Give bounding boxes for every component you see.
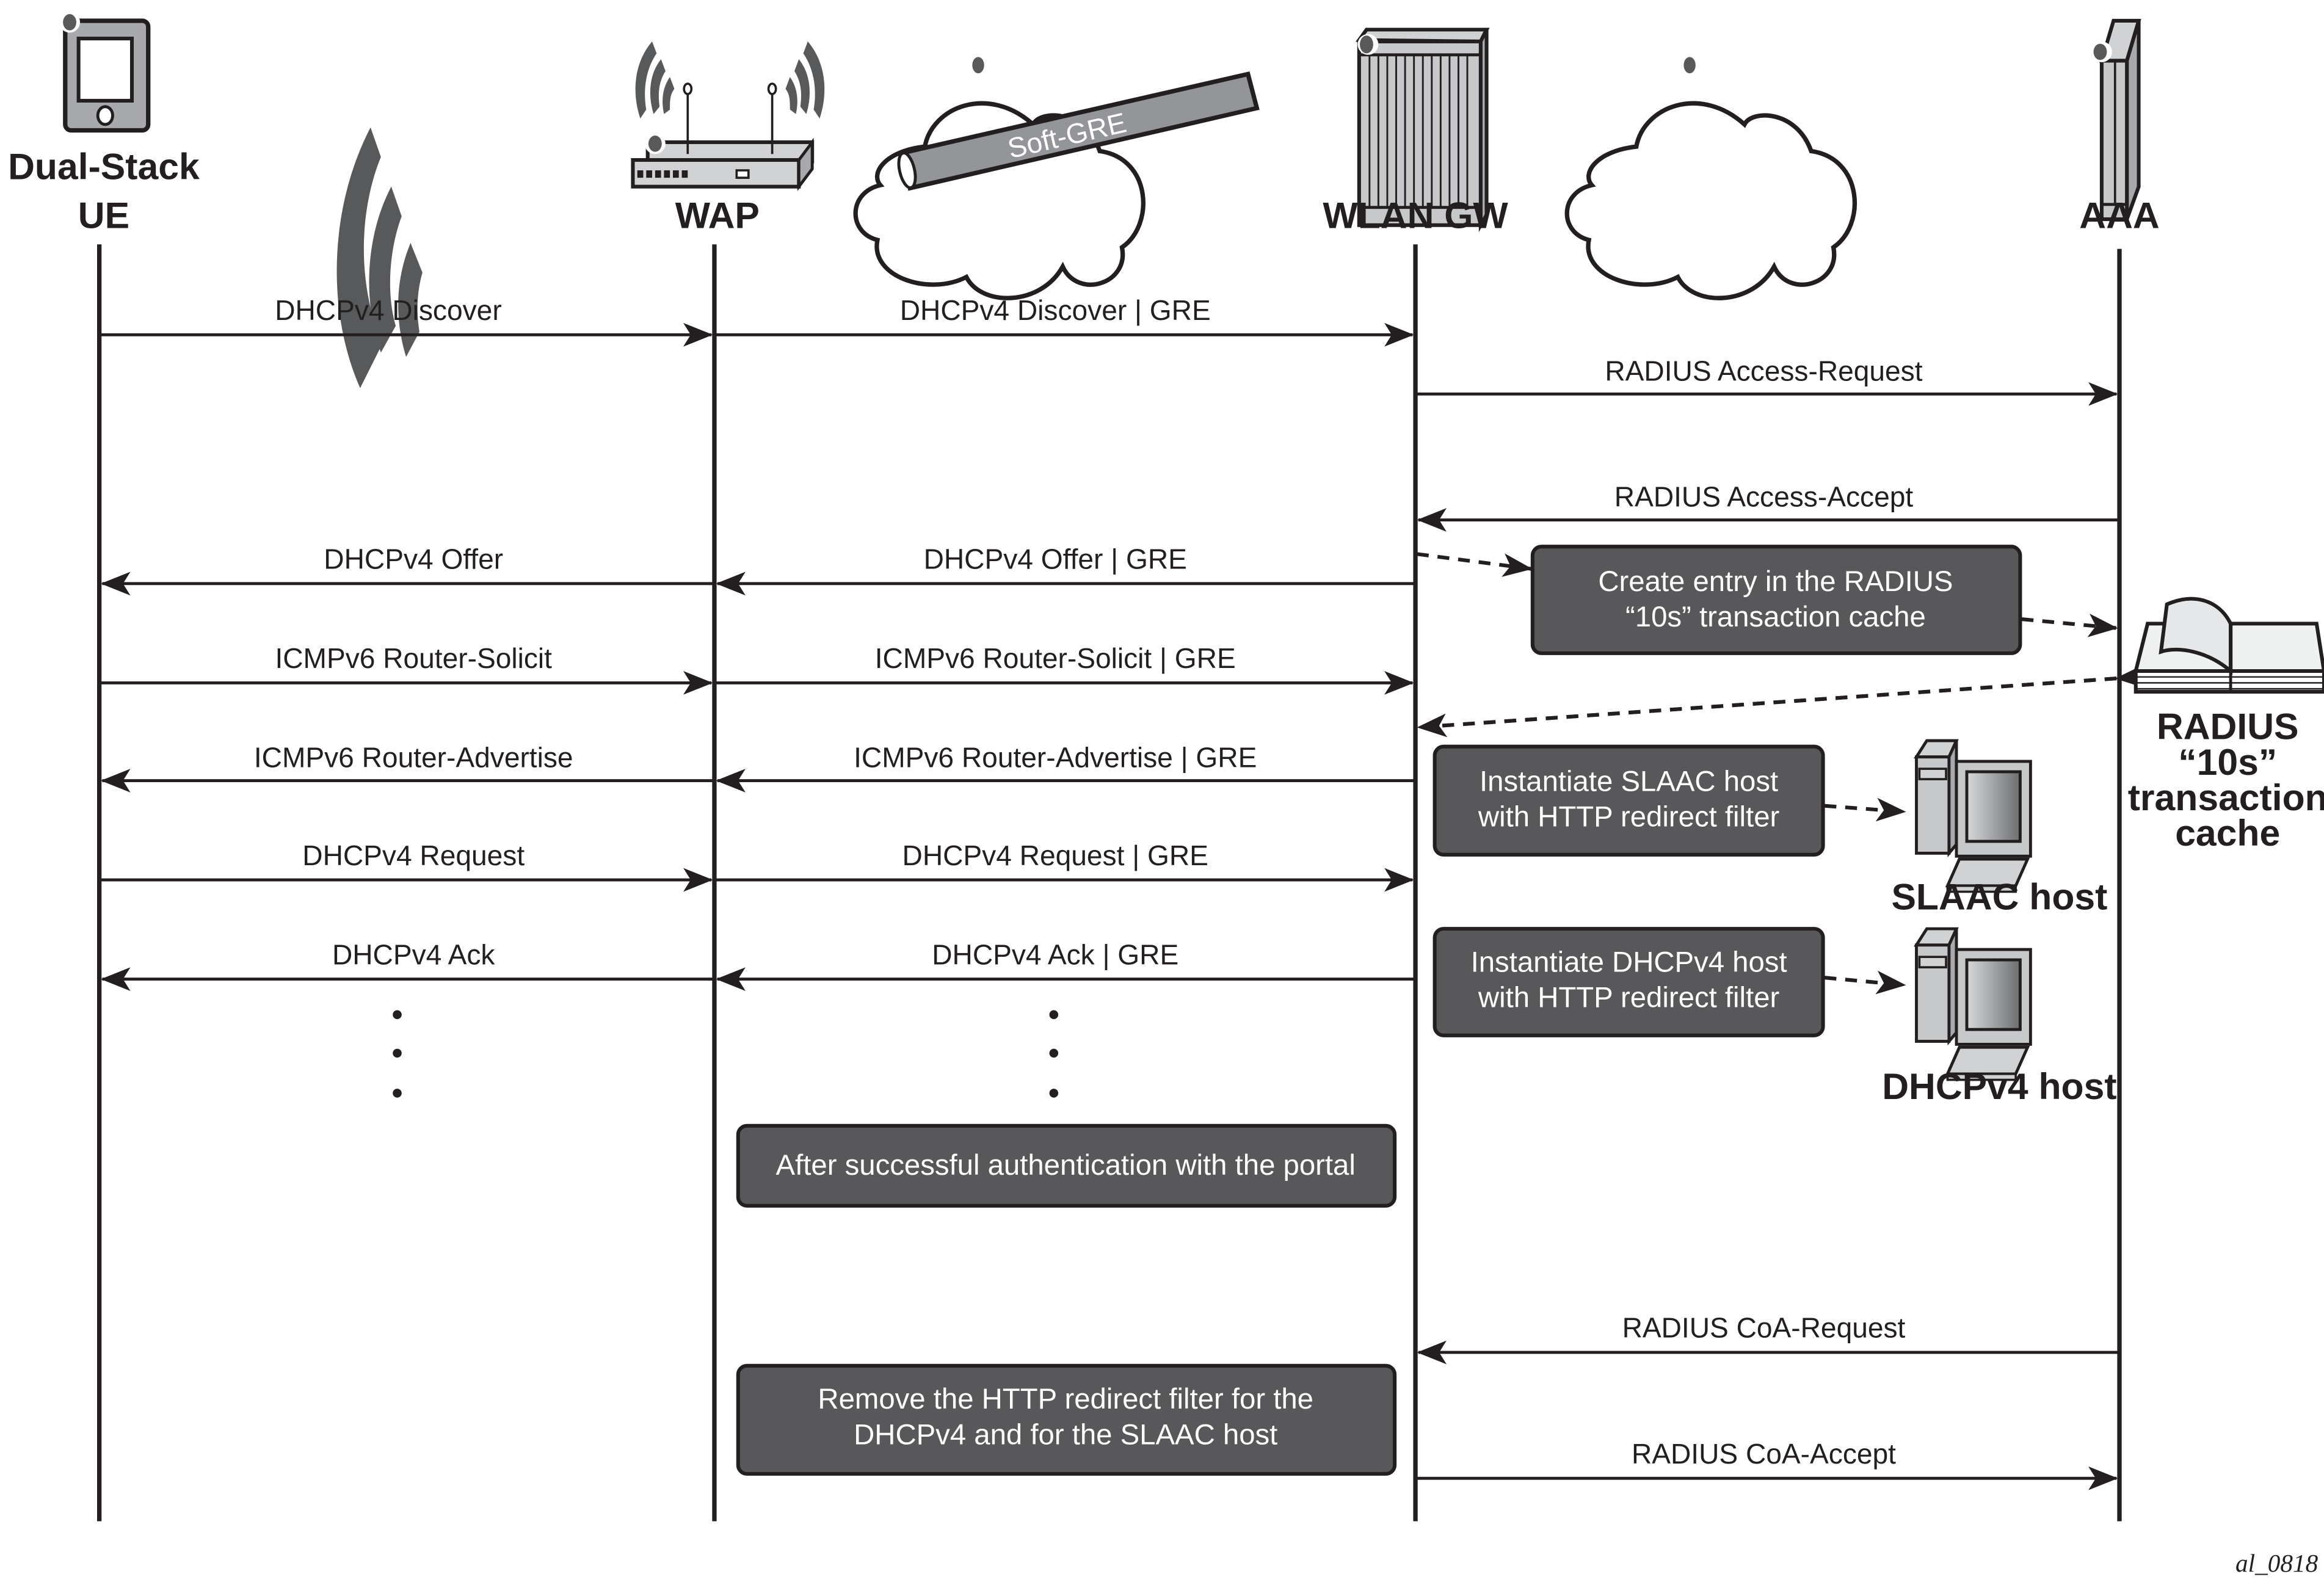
entity-ue-label-line1: Dual-Stack <box>8 146 200 187</box>
wlan-gateway-icon <box>1355 27 1490 233</box>
network-cloud-icon <box>1564 56 1857 300</box>
msg-wap-discover: DHCPv4 Discover | GRE <box>900 294 1211 326</box>
wireless-signal-icon <box>336 127 423 388</box>
cache-label-line4: cache <box>2175 812 2280 854</box>
entity-ue-label-line2: UE <box>78 195 129 236</box>
note-remove-filter: Remove the HTTP redirect filter for the … <box>736 1363 1397 1476</box>
network-cloud-icon <box>853 56 1146 300</box>
aaa-server-icon <box>2091 18 2141 222</box>
note-after-auth: After successful authentication with the… <box>736 1123 1397 1208</box>
dashed-line-offer-to-cache-note <box>1417 552 1533 577</box>
msg-ue-offer: DHCPv4 Offer <box>324 543 503 575</box>
note-slaac-line2: with HTTP redirect filter <box>1478 801 1779 833</box>
note-dhcpv4-line1: Instantiate DHCPv4 host <box>1471 946 1787 978</box>
msg-coa-request: RADIUS CoA-Request <box>1622 1312 1906 1344</box>
slaac-host-computer-icon <box>1914 739 2032 893</box>
slaac-host-label: SLAAC host <box>1891 876 2107 918</box>
note-after-auth-text: After successful authentication with the… <box>776 1149 1356 1181</box>
entity-wlan-gw-label: WLAN GW <box>1323 195 1508 236</box>
cache-label-line3: transaction <box>2128 777 2324 818</box>
cache-label-line2: “10s” <box>2178 741 2277 783</box>
dashed-arrow-to-dhcpv4-host <box>1824 970 1906 995</box>
dhcpv4-host-computer-icon <box>1914 927 2032 1081</box>
wireless-access-point-icon <box>631 41 825 191</box>
dhcpv4-host-label: DHCPv4 host <box>1882 1065 2116 1107</box>
continuation-dots <box>393 1010 1059 1098</box>
smartphone-icon <box>59 12 151 133</box>
entity-aaa-label: AAA <box>2079 195 2159 236</box>
note-slaac-line1: Instantiate SLAAC host <box>1480 766 1778 798</box>
cache-label-line1: RADIUS <box>2157 706 2299 747</box>
dashed-arrow-cache-double-head <box>1482 664 2146 725</box>
note-dhcpv4-line2: with HTTP redirect filter <box>1478 982 1779 1014</box>
note-remove-line2: DHCPv4 and for the SLAAC host <box>854 1418 1277 1451</box>
msg-wap-ack: DHCPv4 Ack | GRE <box>932 938 1178 970</box>
note-cache-entry: Create entry in the RADIUS “10s” transac… <box>1530 545 2022 655</box>
msg-ue-ack: DHCPv4 Ack <box>332 938 495 970</box>
dashed-arrow-to-slaac-host <box>1824 797 1906 822</box>
msg-wap-rs: ICMPv6 Router-Solicit | GRE <box>875 642 1236 674</box>
msg-ue-discover: DHCPv4 Discover <box>275 294 501 326</box>
note-slaac-host: Instantiate SLAAC host with HTTP redirec… <box>1433 744 1825 857</box>
note-dhcpv4-host: Instantiate DHCPv4 host with HTTP redire… <box>1433 927 1825 1037</box>
msg-wap-request: DHCPv4 Request | GRE <box>902 840 1208 871</box>
msg-ue-ra: ICMPv6 Router-Advertise <box>254 742 573 774</box>
note-cache-entry-line2: “10s” transaction cache <box>1625 601 1926 633</box>
msg-ue-rs: ICMPv6 Router-Solicit <box>275 642 552 674</box>
msg-access-request: RADIUS Access-Request <box>1605 355 1922 387</box>
dashed-arrow-note-to-cache <box>2021 614 2118 637</box>
note-cache-entry-line1: Create entry in the RADIUS <box>1598 565 1953 598</box>
note-remove-line1: Remove the HTTP redirect filter for the <box>818 1383 1313 1415</box>
figure-id: al_0818 <box>2235 1549 2319 1577</box>
transaction-cache-book-icon <box>2133 597 2324 694</box>
msg-coa-accept: RADIUS CoA-Accept <box>1632 1438 1896 1470</box>
msg-wap-offer: DHCPv4 Offer | GRE <box>924 543 1187 575</box>
entity-wap-label: WAP <box>675 195 760 236</box>
msg-ue-request: DHCPv4 Request <box>302 840 525 871</box>
msg-wap-ra: ICMPv6 Router-Advertise | GRE <box>854 742 1257 774</box>
msg-access-accept: RADIUS Access-Accept <box>1614 481 1914 513</box>
